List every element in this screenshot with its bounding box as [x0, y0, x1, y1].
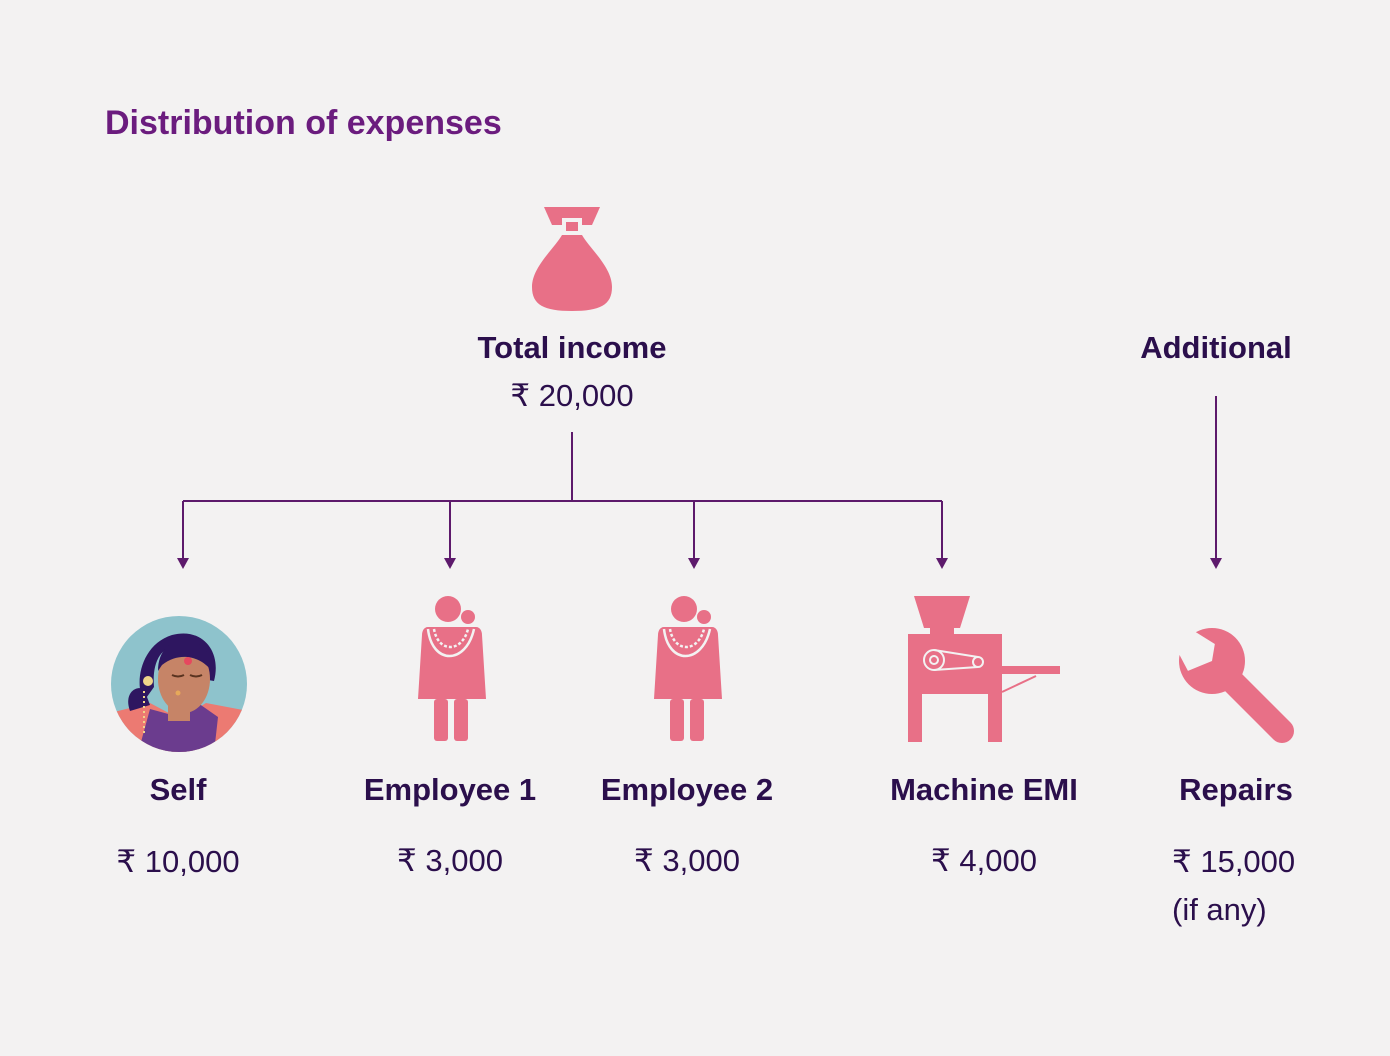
arrow-repairs-icon [1210, 558, 1222, 569]
machine-emi-label: Machine EMI [890, 772, 1078, 807]
arrow-employee2-icon [688, 558, 700, 569]
repairs-amount: ₹ 15,000 [1172, 844, 1296, 879]
woman-figure-icon [418, 596, 486, 741]
woman-figure-icon [654, 596, 722, 741]
self-label: Self [149, 772, 207, 807]
woman-portrait-icon [111, 616, 247, 752]
wrench-icon [1176, 628, 1294, 743]
employee1-label: Employee 1 [363, 772, 537, 807]
total-income-label: Total income [477, 330, 667, 365]
machine-emi-amount: ₹ 4,000 [931, 843, 1037, 878]
machine-icon [908, 596, 1060, 742]
repairs-note: (if any) [1172, 892, 1267, 927]
employee2-amount: ₹ 3,000 [634, 843, 740, 878]
arrow-machine-icon [936, 558, 948, 569]
repairs-label: Repairs [1179, 772, 1293, 807]
additional-label: Additional [1140, 330, 1292, 365]
self-amount: ₹ 10,000 [116, 844, 240, 879]
employee2-label: Employee 2 [600, 772, 774, 807]
employee1-amount: ₹ 3,000 [397, 843, 503, 878]
arrow-employee1-icon [444, 558, 456, 569]
total-income-amount: ₹ 20,000 [510, 378, 634, 413]
arrow-self-icon [177, 558, 189, 569]
money-bag-icon [532, 207, 612, 311]
page-title: Distribution of expenses [105, 104, 502, 142]
